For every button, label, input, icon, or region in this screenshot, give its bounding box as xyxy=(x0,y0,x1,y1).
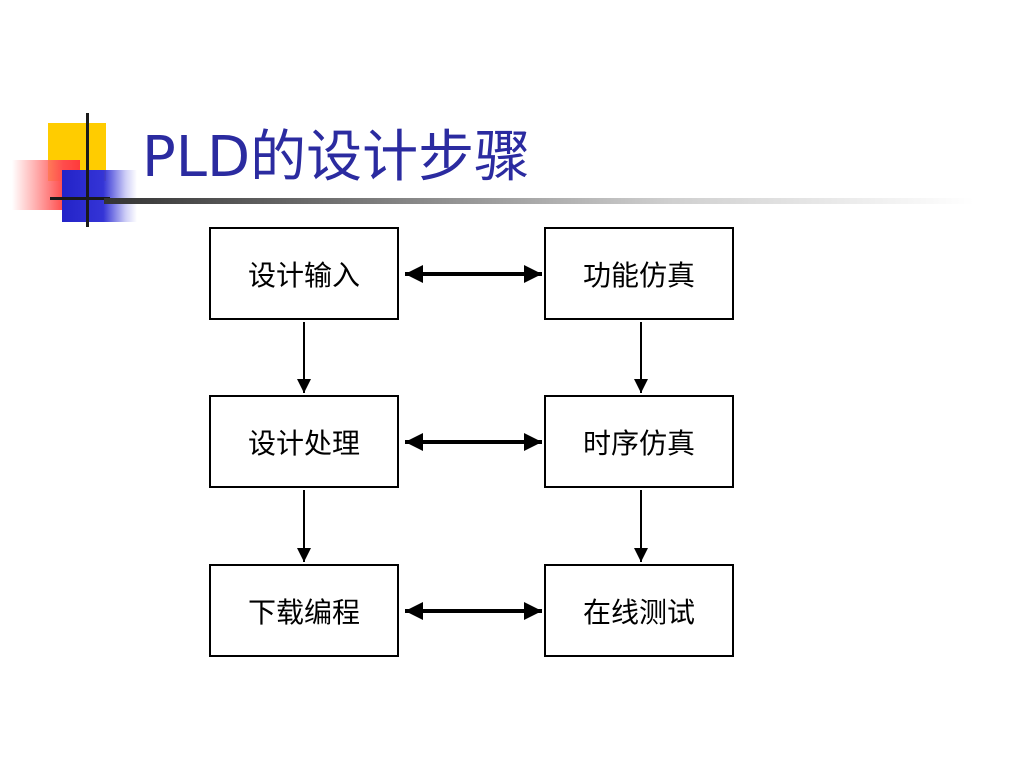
step-download-programming: 下载编程 xyxy=(209,564,399,657)
step-design-input: 设计输入 xyxy=(209,227,399,320)
step-online-testing: 在线测试 xyxy=(544,564,734,657)
step-design-processing: 设计处理 xyxy=(209,395,399,488)
decorative-blue-square xyxy=(62,170,137,222)
decorative-vertical-line xyxy=(86,113,89,227)
step-functional-simulation: 功能仿真 xyxy=(544,227,734,320)
step-timing-simulation: 时序仿真 xyxy=(544,395,734,488)
title-underline xyxy=(104,198,974,204)
page-title: PLD的设计步骤 xyxy=(142,125,531,190)
decorative-horizontal-line xyxy=(50,197,110,200)
